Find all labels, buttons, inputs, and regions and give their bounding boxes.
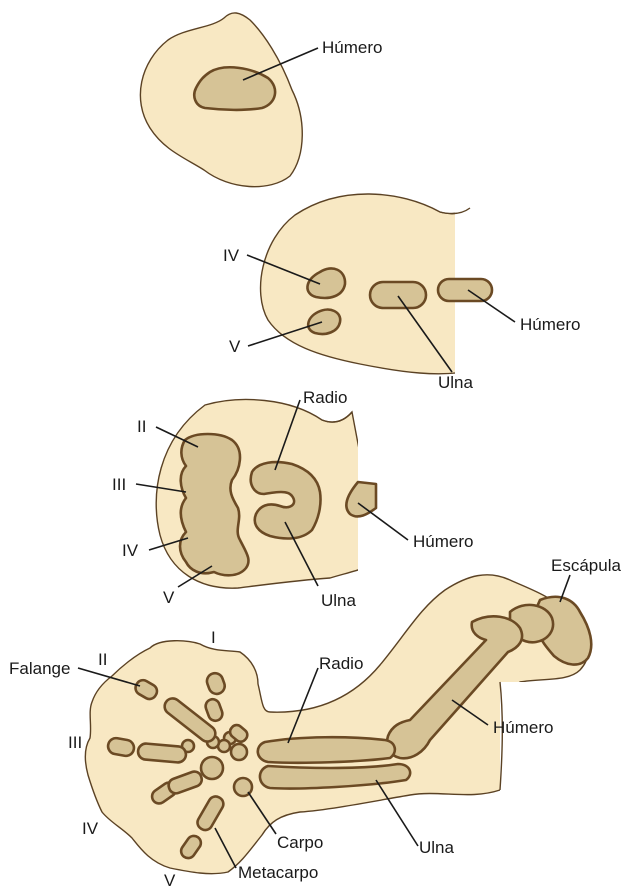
label-stage2-humero: Húmero: [520, 315, 580, 334]
label-stage3-humero: Húmero: [413, 532, 473, 551]
stage-4-limb: Escápula I II Falange Radio III Húmero I…: [9, 556, 630, 889]
label-stage4-ii: II: [98, 650, 107, 669]
label-stage4-carpo: Carpo: [277, 833, 323, 852]
label-stage3-iv: IV: [122, 541, 139, 560]
stage-4-cut-mask: [500, 682, 630, 842]
label-stage4-escapula: Escápula: [551, 556, 621, 575]
label-stage4-humero: Húmero: [493, 718, 553, 737]
label-stage3-ulna: Ulna: [321, 591, 357, 610]
label-stage4-metacarpo: Metacarpo: [238, 863, 318, 882]
stage-4-carpal: [231, 744, 247, 760]
label-stage4-v: V: [164, 871, 176, 889]
stage-4-metacarpal: [137, 743, 186, 763]
stage-2-limb: IV V Ulna Húmero: [223, 194, 580, 392]
label-stage2-iv: IV: [223, 246, 240, 265]
stage-1-limb-bud: Húmero: [140, 13, 382, 187]
label-stage4-i: I: [211, 628, 216, 647]
stage-2-humerus: [438, 279, 492, 301]
stage-2-ulna: [370, 282, 426, 308]
stage-4-carpal: [201, 757, 223, 779]
label-stage2-ulna: Ulna: [438, 373, 474, 392]
label-stage4-falange: Falange: [9, 659, 70, 678]
label-stage4-radio: Radio: [319, 654, 363, 673]
stage-3-limb: Radio II III IV V Ulna Húmero: [112, 388, 473, 610]
label-stage3-ii: II: [137, 417, 146, 436]
label-stage3-radio: Radio: [303, 388, 347, 407]
label-stage4-ulna: Ulna: [419, 838, 455, 857]
label-stage4-iv: IV: [82, 819, 99, 838]
label-stage1-humero: Húmero: [322, 38, 382, 57]
stage-4-radius: [258, 737, 395, 763]
label-stage4-iii: III: [68, 733, 82, 752]
label-stage2-v: V: [229, 337, 241, 356]
label-stage3-iii: III: [112, 475, 126, 494]
label-stage3-v: V: [163, 588, 175, 607]
